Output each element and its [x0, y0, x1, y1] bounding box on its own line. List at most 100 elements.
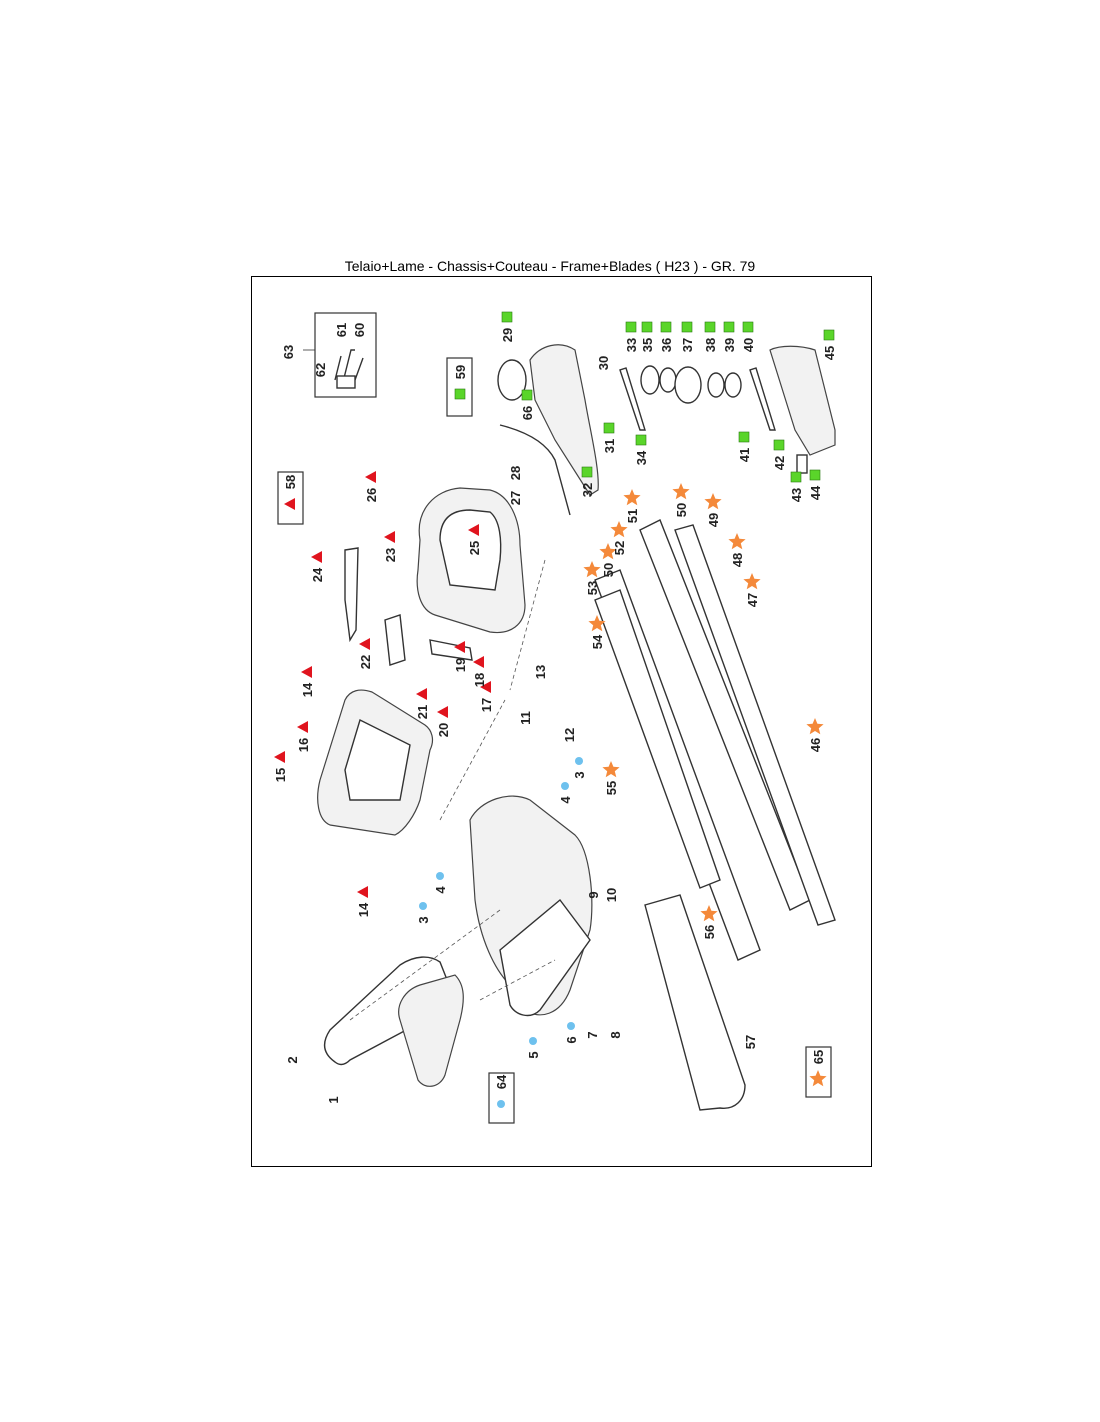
kit-box-64 — [488, 1072, 515, 1124]
callout-label-8: 8 — [608, 1031, 623, 1038]
callout-label-40: 40 — [741, 338, 756, 352]
callout-label-4b: 4 — [433, 886, 448, 894]
square-marker-34 — [635, 434, 647, 446]
bearing-ring — [497, 359, 527, 401]
callout-label-66: 66 — [520, 406, 535, 420]
kit-label-64: 64 — [494, 1074, 509, 1089]
triangle-marker-19 — [454, 641, 465, 653]
callout-label-54: 54 — [590, 634, 605, 649]
trigger-22 — [384, 614, 406, 666]
toolkit-box — [314, 312, 377, 398]
circle-marker-6 — [567, 1022, 575, 1030]
callout-label-3: 3 — [572, 771, 587, 778]
callout-label-52: 52 — [612, 541, 627, 555]
triangle-marker-24 — [311, 551, 322, 563]
plate-40 — [749, 367, 776, 431]
gear-37 — [674, 366, 702, 404]
star-marker-50b — [599, 543, 617, 560]
callout-label-16: 16 — [296, 738, 311, 752]
triangle-marker-23 — [384, 531, 395, 543]
callout-label-12: 12 — [562, 728, 577, 742]
triangle-marker-14b — [357, 886, 368, 898]
triangle-marker-25 — [468, 524, 479, 536]
star-marker-48 — [728, 533, 746, 550]
square-marker-41 — [738, 431, 750, 443]
callout-label-11: 11 — [518, 711, 533, 725]
star-marker-50 — [672, 483, 690, 500]
square-kit-marker-59 — [454, 388, 466, 400]
square-marker-31 — [603, 422, 615, 434]
callout-label-39: 39 — [722, 338, 737, 352]
callout-label-27: 27 — [508, 491, 523, 505]
hand-guard — [398, 974, 464, 1087]
triangle-marker-14 — [301, 666, 312, 678]
callout-label-10: 10 — [604, 888, 619, 902]
callout-label-41: 41 — [737, 448, 752, 462]
assembly-lines — [349, 559, 556, 1021]
callout-label-36: 36 — [659, 338, 674, 352]
callout-label-53: 53 — [585, 581, 600, 595]
circle-marker-4 — [561, 782, 569, 790]
square-marker-38 — [704, 321, 716, 333]
callout-label-13: 13 — [533, 665, 548, 679]
callout-label-31: 31 — [602, 439, 617, 453]
gear-39 — [724, 372, 742, 398]
callout-label-4: 4 — [558, 796, 573, 804]
callout-label-7: 7 — [585, 1031, 600, 1038]
callout-label-46: 46 — [808, 738, 823, 752]
gear-cover — [529, 344, 599, 496]
callout-label-43: 43 — [789, 488, 804, 502]
triangle-marker-26 — [365, 471, 376, 483]
kit-box-59 — [446, 357, 473, 417]
star-marker-54 — [588, 615, 606, 632]
triangle-marker-21 — [416, 688, 427, 700]
callout-label-22: 22 — [358, 655, 373, 669]
callout-label-29: 29 — [500, 328, 515, 342]
star-marker-52 — [610, 521, 628, 538]
callout-label-32: 32 — [580, 483, 595, 497]
callout-label-20: 20 — [436, 723, 451, 737]
callout-label-35: 35 — [640, 338, 655, 352]
gear-38 — [707, 372, 725, 398]
callout-label-17: 17 — [479, 698, 494, 712]
square-marker-40 — [742, 321, 754, 333]
callout-label-34: 34 — [634, 450, 649, 465]
square-marker-32 — [581, 466, 593, 478]
star-marker-51 — [623, 489, 641, 506]
square-marker-33 — [625, 321, 637, 333]
hex-keys — [334, 349, 364, 383]
callout-label-1: 1 — [326, 1096, 341, 1103]
triangle-kit-marker-58 — [284, 498, 295, 510]
callout-label-38: 38 — [703, 338, 718, 352]
kit-label-58: 58 — [283, 475, 298, 489]
triangle-marker-20 — [437, 706, 448, 718]
square-marker-36 — [660, 321, 672, 333]
socket-tool — [336, 375, 356, 389]
callout-label-14b: 14 — [356, 902, 371, 917]
callout-label-49: 49 — [706, 513, 721, 527]
callout-label-57: 57 — [743, 1035, 758, 1049]
callout-label-5: 5 — [526, 1051, 541, 1058]
circle-marker-3b — [419, 902, 427, 910]
housing-lower — [499, 898, 591, 1017]
star-marker-49 — [704, 493, 722, 510]
handle-tube — [499, 424, 571, 516]
kit-label-65: 65 — [811, 1050, 826, 1064]
callout-label-45: 45 — [822, 346, 837, 360]
blade-54 — [594, 589, 721, 889]
callout-label-37: 37 — [680, 338, 695, 352]
square-marker-43 — [790, 471, 802, 483]
callout-label-47: 47 — [745, 593, 760, 607]
callout-label-48: 48 — [730, 553, 745, 567]
diagram-frame — [251, 276, 872, 1167]
circle-marker-5 — [529, 1037, 537, 1045]
callout-label-28: 28 — [508, 466, 523, 480]
star-marker-55 — [602, 761, 620, 778]
callout-label-14: 14 — [300, 682, 315, 697]
star-marker-46 — [806, 718, 824, 735]
lever-24 — [344, 547, 359, 643]
callout-label-3b: 3 — [416, 916, 431, 923]
square-marker-45 — [823, 329, 835, 341]
